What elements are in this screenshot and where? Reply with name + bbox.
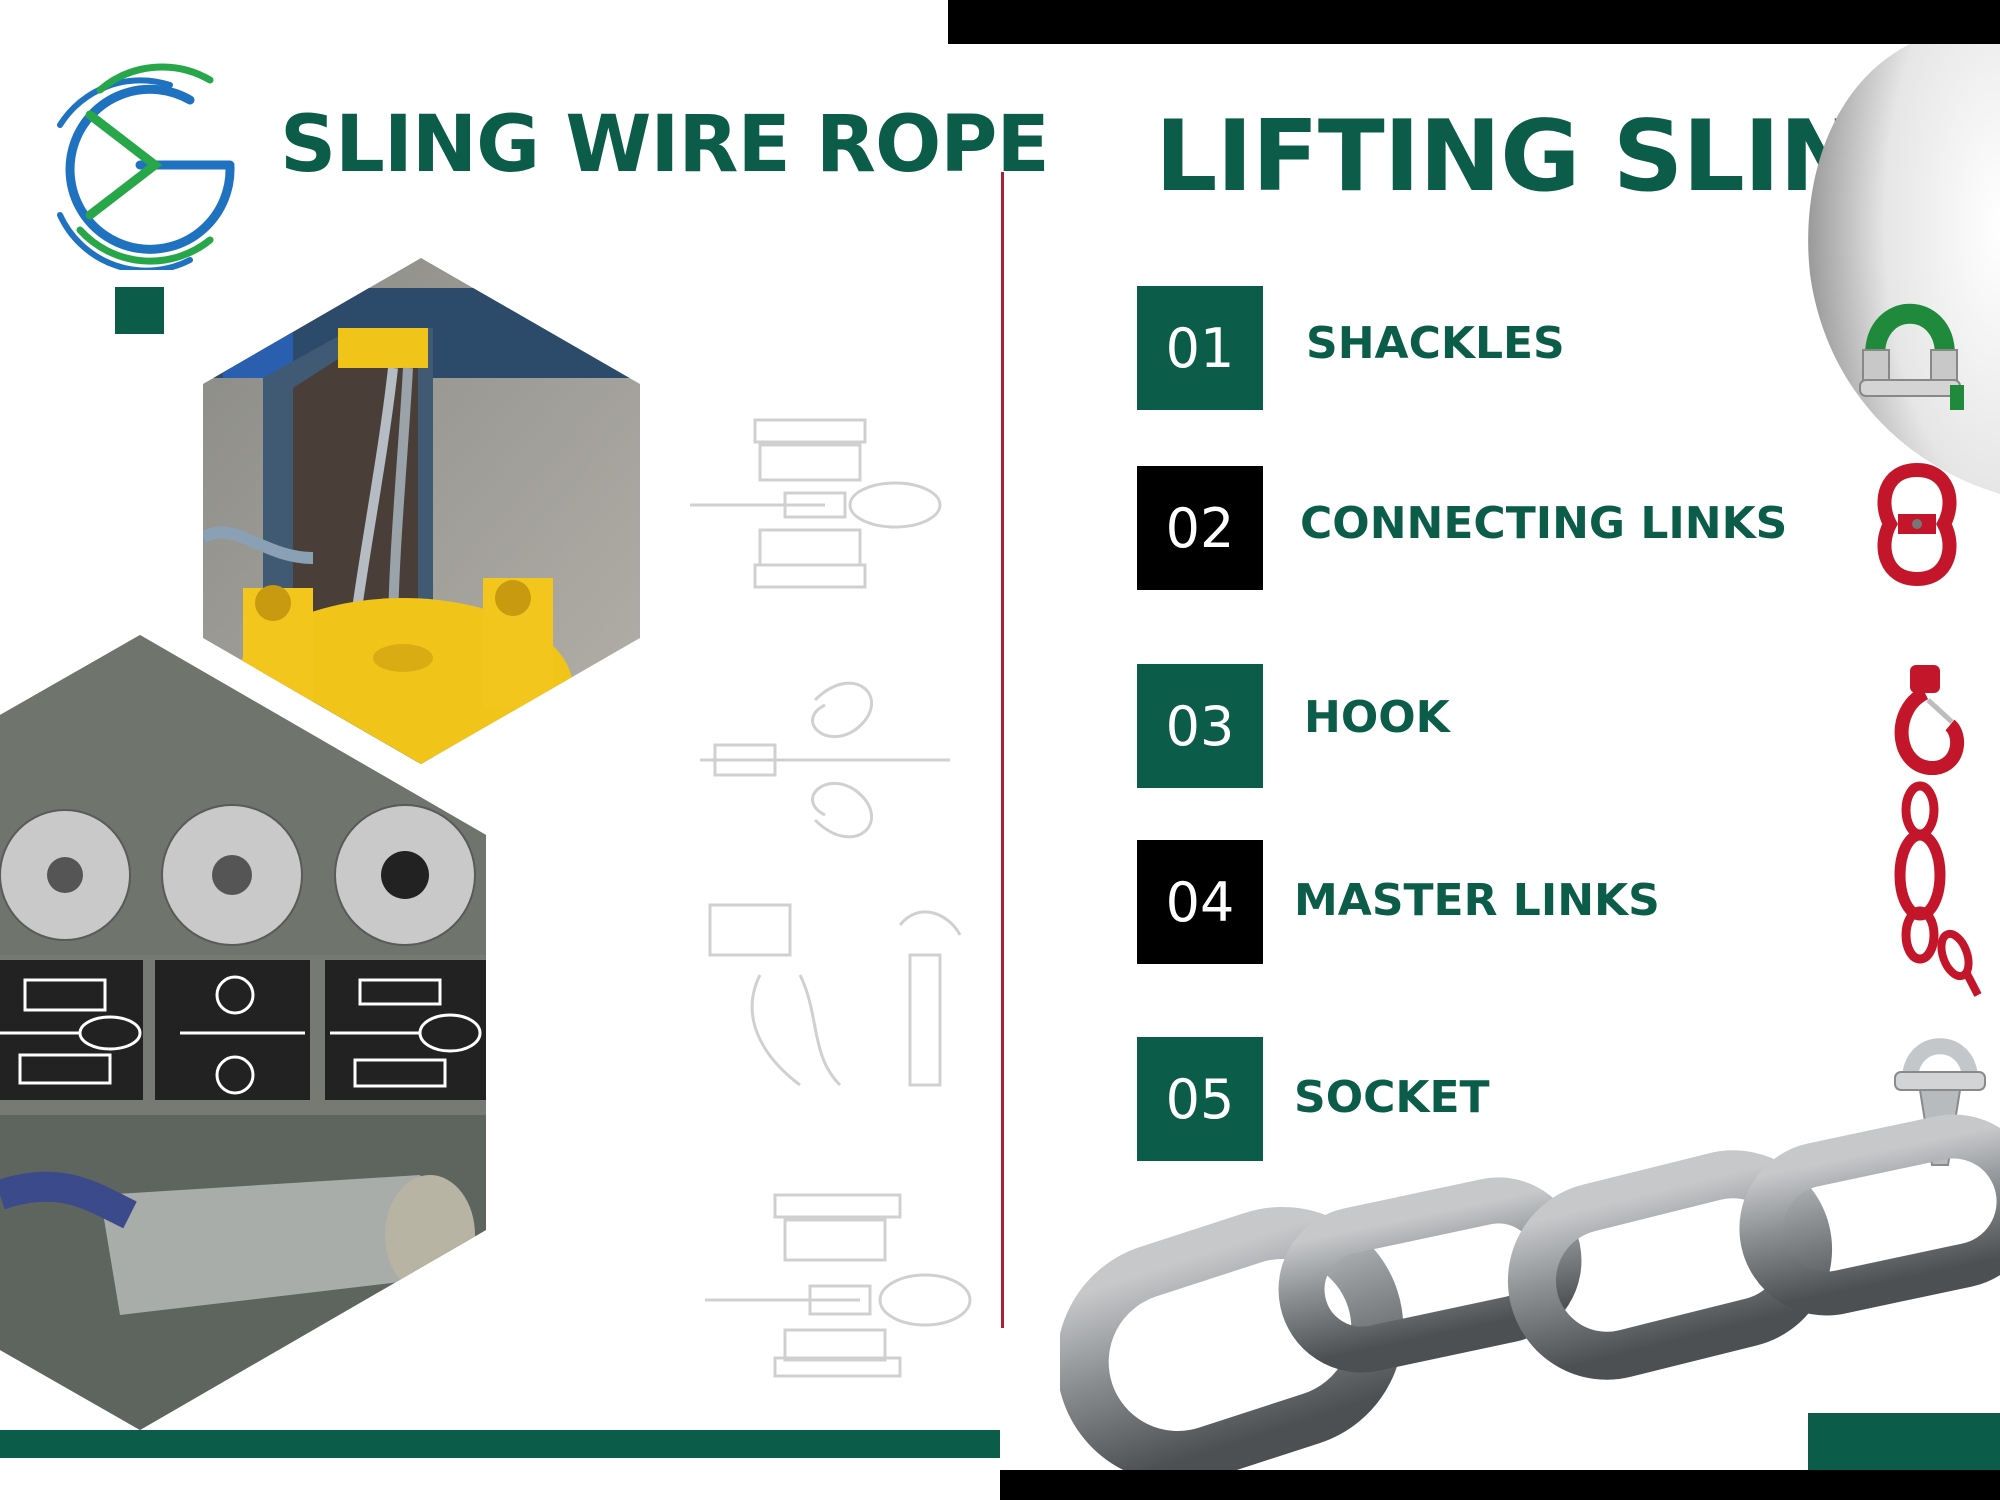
master-link-chain-icon [1894,781,1982,997]
item-label-hook: HOOK [1304,692,1450,743]
shackle-icon [1859,303,1964,410]
sling-termination-sketch-4 [705,1193,972,1378]
sling-termination-sketch-3 [708,903,962,1087]
left-bottom-bar [0,1430,1000,1458]
company-logo [57,63,235,270]
item-number-3: 03 [1137,664,1263,788]
hook-icon [1894,665,1964,775]
item-label-connecting-links: CONNECTING LINKS [1300,498,1788,549]
item-label-shackles: SHACKLES [1306,318,1565,369]
wire-rope-collage [0,635,486,1430]
steel-chain-image [1060,1114,2000,1483]
item-number-1: 01 [1137,286,1263,410]
rope-machine-photo [203,258,640,764]
logo-square-accent [115,287,164,334]
right-title: LIFTING SLING [1155,100,1941,214]
connecting-link-icon [1877,462,1957,587]
corner-shade [1808,44,2000,494]
left-title: SLING WIRE ROPE [280,100,1050,190]
item-number-5: 05 [1137,1037,1263,1161]
item-label-master-links: MASTER LINKS [1294,875,1660,926]
item-number-2: 02 [1137,466,1263,590]
sling-termination-sketch-1 [690,418,942,589]
bottom-right-green-block [1808,1413,2000,1470]
top-black-bar [948,0,2000,44]
bottom-right-black-bar [1000,1470,2000,1500]
sling-termination-sketch-2 [700,681,950,839]
item-label-socket: SOCKET [1294,1072,1490,1123]
center-divider [1001,172,1004,1328]
item-number-4: 04 [1137,840,1263,964]
